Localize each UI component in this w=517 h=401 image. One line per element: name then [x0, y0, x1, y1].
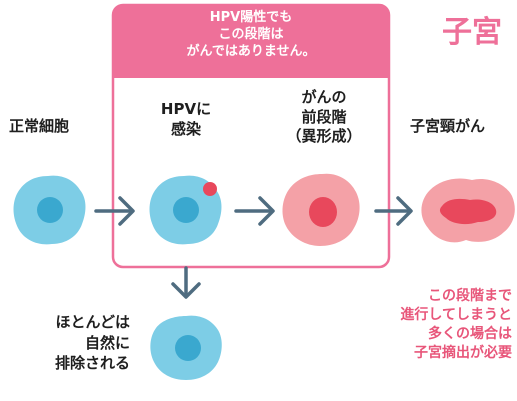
eliminated-label: ほとんどは 自然に 排除される [54, 313, 130, 373]
eliminated-cell [150, 315, 222, 380]
page-title: 子宮 [442, 15, 502, 50]
arrow-right-icon [94, 196, 135, 226]
arrow-right-icon [234, 196, 275, 226]
stage-label-cancer: 子宮頸がん [410, 117, 486, 135]
infected-cell [149, 175, 222, 245]
normal-cell [13, 175, 86, 245]
precancer-cell [282, 173, 360, 246]
arrow-down-icon [171, 266, 201, 299]
pink-box-note: HPV陽性でも この段階は がんではありません。 [186, 10, 316, 60]
cancer-cell [421, 178, 515, 243]
arrow-right-icon [374, 196, 413, 226]
warning-note: この段階まで 進行してしまうと 多くの場合は 子宮摘出が必要 [400, 288, 512, 361]
stage-label-precancer: がんの 前段階 （異形成） [286, 88, 362, 145]
pink-box-header [113, 5, 389, 78]
hpv-virus-dot [203, 182, 217, 196]
stage-label-infected: HPVに 感染 [160, 100, 212, 139]
stage-label-normal: 正常細胞 [9, 117, 70, 135]
